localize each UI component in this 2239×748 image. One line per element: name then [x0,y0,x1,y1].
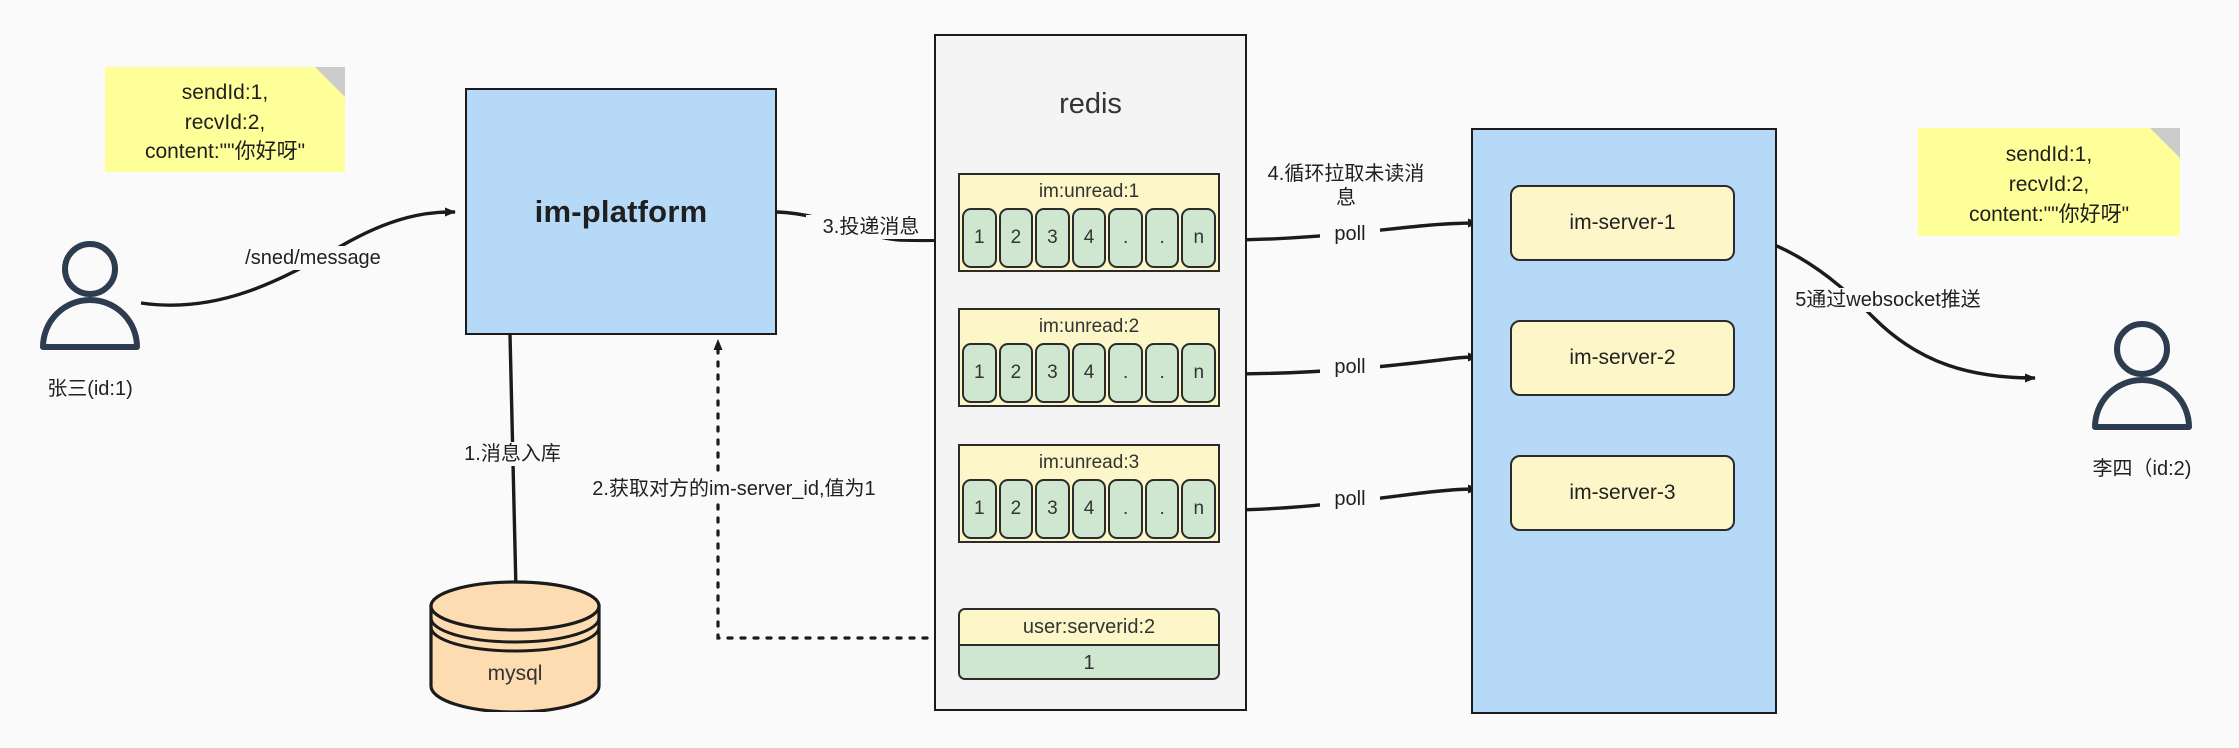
queue-cell[interactable]: 2 [998,479,1034,539]
queue-cell[interactable]: . [1108,343,1143,403]
queue-cell[interactable]: 1 [962,479,997,539]
sticky-note-left-text: sendId:1, recvId:2, content:""你好呀" [144,80,306,164]
edge-label-get-serverid: 2.获取对方的im-server_id,值为1 [574,477,894,502]
im-server-2-label: im-server-2 [1569,346,1676,369]
queue-cell[interactable]: 1 [962,343,997,403]
queue-cell[interactable]: n [1181,343,1217,403]
user-icon [2092,321,2192,430]
redis-kv-key: user:serverid:2 [960,610,1218,644]
actor-receiver [2080,320,2205,435]
edge-label-poll-1: poll [1320,222,1380,247]
queue-key-1: im:unread:2 [1038,316,1140,337]
mysql-database[interactable]: mysql [425,580,605,712]
redis-kv-value: 1 [960,644,1218,678]
queue-group-1[interactable]: im:unread:2 1 2 3 4 . . n [958,308,1220,407]
queue-cell[interactable]: . [1144,343,1180,403]
queue-cells-0: 1 2 3 4 . . n [962,208,1217,268]
queue-cell[interactable]: n [1181,479,1217,539]
queue-cell[interactable]: . [1108,208,1143,268]
sticky-fold-icon [2150,128,2180,158]
edge-label-poll-2: poll [1320,355,1380,380]
edge-get-serverid [713,338,955,640]
redis-title: redis [1059,88,1122,120]
queue-cell[interactable]: . [1108,479,1143,539]
im-platform-box[interactable]: im-platform [465,88,777,335]
actor-receiver-caption: 李四（id:2) [2092,458,2192,480]
mysql-label: mysql [488,662,543,685]
edge-label-send-message: /sned/message [228,246,398,271]
queue-key-2: im:unread:3 [1038,452,1140,473]
user-icon [40,241,140,350]
im-server-3-box[interactable]: im-server-3 [1510,455,1735,531]
edge-label-websocket-push: 5通过websocket推送 [1778,288,1998,313]
queue-cell[interactable]: 2 [998,343,1034,403]
edge-label-deliver: 3.投递消息 [806,215,936,240]
sticky-note-right-text: sendId:1, recvId:2, content:""你好呀" [1968,143,2130,226]
actor-sender [28,240,153,355]
sticky-fold-icon [315,67,345,97]
queue-cell[interactable]: 4 [1071,343,1107,403]
queue-cell[interactable]: 4 [1071,479,1107,539]
redis-container[interactable]: redis im:unread:1 1 2 3 4 . . n im:unrea… [934,34,1247,711]
queue-cells-2: 1 2 3 4 . . n [962,479,1217,539]
im-server-2-box[interactable]: im-server-2 [1510,320,1735,396]
queue-key-0: im:unread:1 [1038,181,1140,202]
redis-kv-block[interactable]: user:serverid:2 1 [958,608,1220,680]
queue-group-0[interactable]: im:unread:1 1 2 3 4 . . n [958,173,1220,272]
queue-cell[interactable]: n [1181,208,1217,268]
im-server-1-box[interactable]: im-server-1 [1510,185,1735,261]
queue-cell[interactable]: . [1144,479,1180,539]
edge-label-poll-loop: 4.循环拉取未读消 息 [1256,162,1436,211]
queue-cell[interactable]: 3 [1035,343,1070,403]
queue-cell[interactable]: . [1144,208,1180,268]
queue-cell[interactable]: 3 [1035,479,1070,539]
edge-poll-1 [1223,218,1479,242]
queue-group-2[interactable]: im:unread:3 1 2 3 4 . . n [958,444,1220,543]
edge-label-save-db: 1.消息入库 [450,442,575,467]
im-server-1-label: im-server-1 [1569,211,1676,234]
sticky-note-right: sendId:1, recvId:2, content:""你好呀" [1918,128,2180,236]
queue-cell[interactable]: 1 [962,208,997,268]
im-platform-label: im-platform [534,193,708,229]
im-server-3-label: im-server-3 [1569,481,1676,504]
sticky-note-left: sendId:1, recvId:2, content:""你好呀" [105,67,345,172]
queue-cell[interactable]: 4 [1071,208,1107,268]
database-cylinder-icon: mysql [429,580,601,712]
edge-poll-3 [1223,484,1479,512]
queue-cell[interactable]: 2 [998,208,1034,268]
queue-cell[interactable]: 3 [1035,208,1070,268]
queue-cells-1: 1 2 3 4 . . n [962,343,1217,403]
edge-poll-2 [1223,352,1479,376]
edge-label-poll-3: poll [1320,487,1380,512]
actor-sender-caption: 张三(id:1) [47,378,133,400]
